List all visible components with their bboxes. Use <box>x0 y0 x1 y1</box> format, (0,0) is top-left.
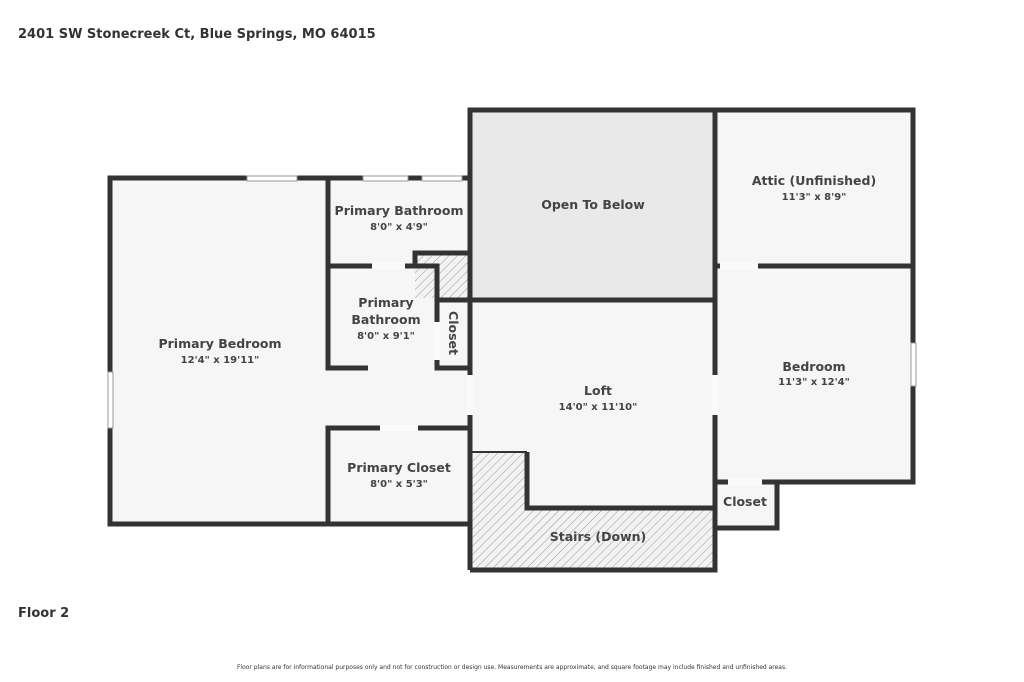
open-to-below-area <box>470 110 715 300</box>
windows <box>107 175 917 429</box>
room-label-open-to-below: Open To Below <box>541 197 645 212</box>
room-dims-primary-closet: 8'0" x 5'3" <box>370 479 428 490</box>
room-label-primary-bathroom: Primary Bathroom <box>335 203 464 218</box>
door-openings <box>372 263 762 485</box>
stairs-hatch <box>470 452 715 570</box>
room-label-closet-bedroom: Closet <box>723 494 767 509</box>
room-label-attic: Attic (Unfinished) <box>752 173 876 188</box>
left-wing-floor <box>110 178 470 524</box>
walls <box>107 107 916 573</box>
room-dims-primary-bathroom-2: 8'0" x 9'1" <box>357 331 415 342</box>
chase-hatch <box>415 253 468 298</box>
room-label-primary-closet: Primary Closet <box>347 460 451 475</box>
room-label-primary-bedroom: Primary Bedroom <box>158 336 281 351</box>
disclaimer: Floor plans are for informational purpos… <box>236 664 788 671</box>
room-dims-primary-bedroom: 12'4" x 19'11" <box>181 355 260 366</box>
room-label-loft: Loft <box>584 383 612 398</box>
room-label-primary-bathroom-2-line1: Primary <box>358 295 413 310</box>
room-label-stairs: Stairs (Down) <box>550 529 647 544</box>
floor-label: Floor 2 <box>18 606 70 621</box>
address-title: 2401 SW Stonecreek Ct, Blue Springs, MO … <box>18 27 376 42</box>
room-dims-bedroom: 11'3" x 12'4" <box>778 377 850 388</box>
room-label-closet: Closet <box>446 311 461 355</box>
room-dims-primary-bathroom: 8'0" x 4'9" <box>370 222 428 233</box>
closet-floor <box>715 482 777 528</box>
room-dims-loft: 14'0" x 11'10" <box>559 402 638 413</box>
room-label-primary-bathroom-2-line2: Bathroom <box>351 312 420 327</box>
room-dims-attic: 11'3" x 8'9" <box>782 192 847 203</box>
room-label-bedroom: Bedroom <box>782 359 845 374</box>
